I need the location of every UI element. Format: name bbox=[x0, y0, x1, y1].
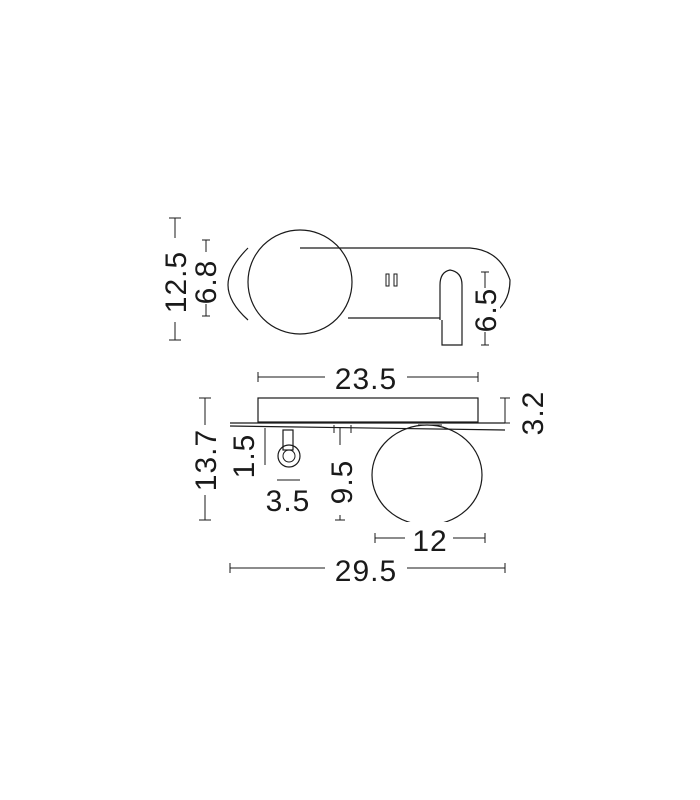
label-height-total-top: 12.5 bbox=[160, 251, 193, 313]
wall-plate-bottom bbox=[229, 425, 506, 431]
backplate-outline bbox=[227, 247, 511, 321]
label-reading-lamp-diameter: 3.5 bbox=[266, 485, 311, 518]
label-reading-lamp-drop: 9.5 bbox=[326, 460, 359, 505]
label-total-width: 29.5 bbox=[335, 555, 397, 588]
switch-left bbox=[385, 273, 390, 287]
label-switch-offset: 1.5 bbox=[228, 434, 261, 479]
front-view: 12.5 6.8 6.5 bbox=[160, 217, 511, 346]
reading-lamp-arm bbox=[439, 269, 463, 346]
side-view: 23.5 3.2 13.7 1.5 3.5 9.5 bbox=[190, 360, 550, 588]
label-globe-height-top: 6.8 bbox=[190, 260, 223, 305]
reading-lamp-lens bbox=[282, 449, 296, 463]
globe-shade bbox=[247, 229, 353, 335]
label-height-total-side: 13.7 bbox=[190, 429, 223, 491]
label-backplate-depth: 3.2 bbox=[517, 391, 550, 436]
reading-lamp-head bbox=[277, 444, 301, 468]
label-globe-diameter: 12 bbox=[412, 525, 447, 558]
label-backplate-width: 23.5 bbox=[335, 363, 397, 396]
reading-lamp-stem bbox=[282, 429, 294, 451]
label-reading-lamp-height: 6.5 bbox=[470, 288, 503, 333]
switch-right bbox=[393, 273, 398, 287]
backplate-side bbox=[257, 397, 479, 423]
globe-side bbox=[371, 424, 483, 526]
